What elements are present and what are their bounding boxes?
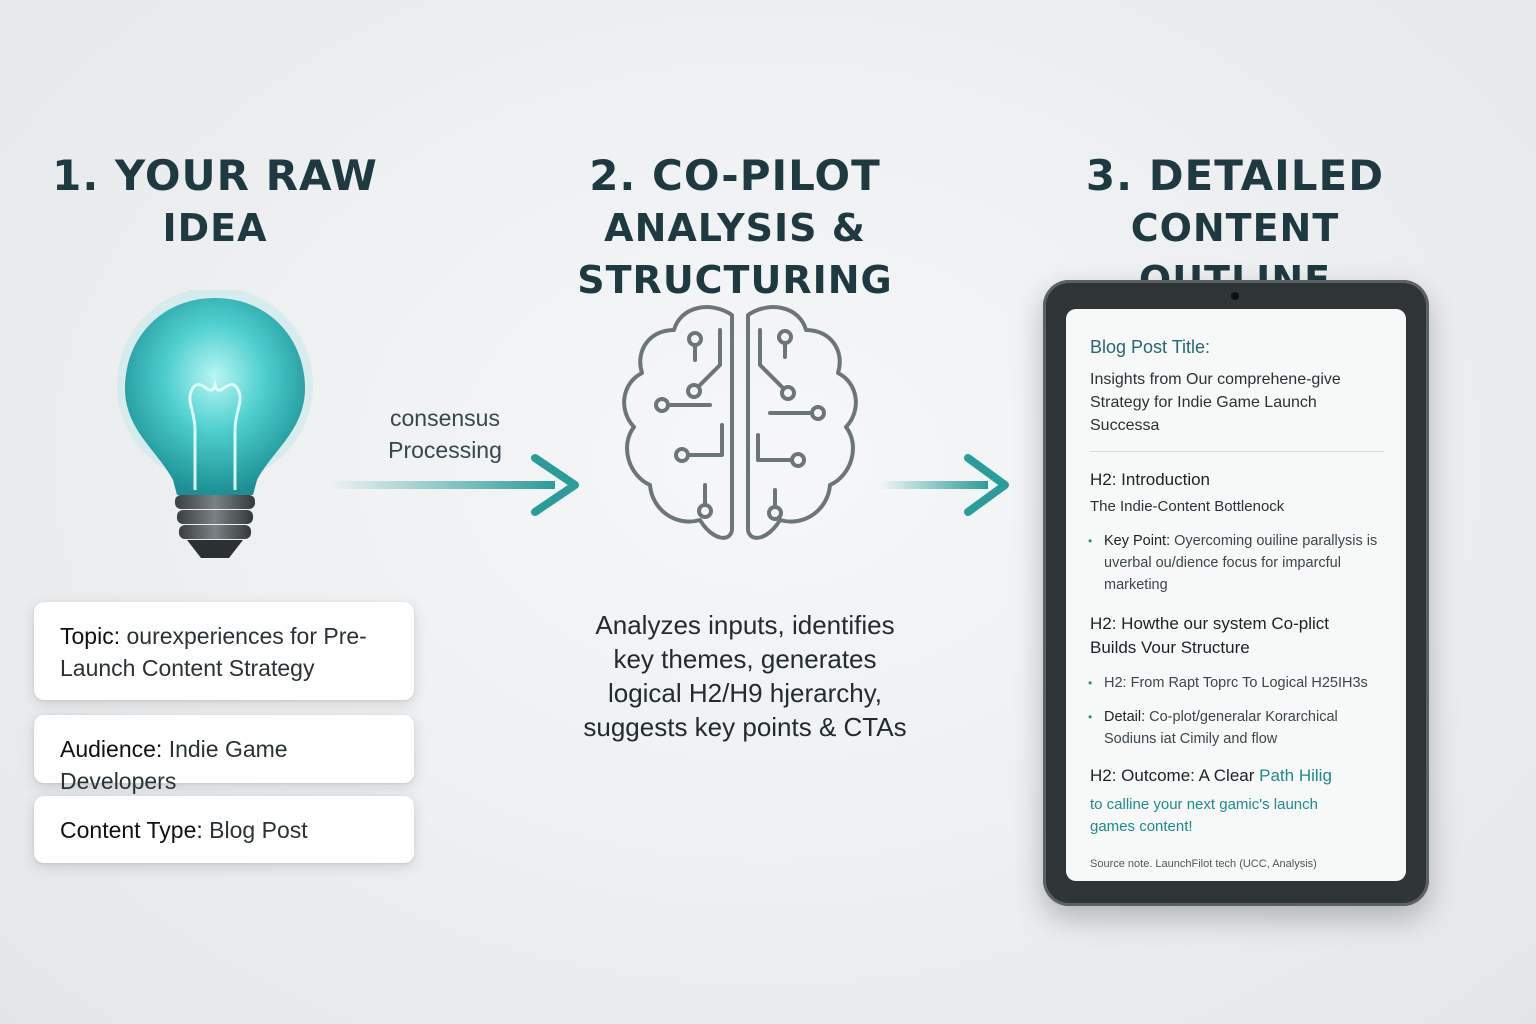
audience-card: Audience: Indie Game Developers	[34, 715, 414, 794]
analysis-line: logical H2/H9 hjerarchy,	[607, 678, 883, 708]
arrow-label-line2: Processing	[388, 437, 502, 463]
bullet-text: Co-plot/generalar Korarchical Sodiuns ia…	[1104, 709, 1338, 747]
outline-screen: Blog Post Title: Insights from Our compr…	[1066, 309, 1406, 881]
step-1-title: 1. YOUR RAW IDEA	[40, 150, 390, 254]
cta-line: to calline your next gamic's launch	[1090, 796, 1318, 813]
source-note: Source note. LaunchFilot tech (UCC, Anal…	[1090, 858, 1317, 870]
section-2-bullet: H2: From Rapt Toprc To Logical H25IH3s	[1088, 672, 1384, 694]
audience-label: Audience:	[60, 736, 163, 762]
section-1-heading: H2: Introduction	[1090, 470, 1211, 489]
section-3-heading-text: H2: Outcome: A Clear	[1090, 766, 1260, 785]
outline-title: Insights from Our comprehene-give Strate…	[1090, 368, 1384, 437]
outline-title-line: Successa	[1090, 417, 1160, 434]
step-1-title-line2: IDEA	[162, 206, 268, 250]
step-1-title-line1: 1. YOUR RAW	[52, 151, 378, 200]
section-2-bullet: Detail: Co-plot/generalar Korarchical So…	[1088, 706, 1384, 750]
camera-dot	[1231, 292, 1239, 300]
arrow-label-line1: consensus	[390, 405, 500, 431]
section-2-heading-line: Builds Vour Structure	[1090, 638, 1250, 657]
outline-title-line: Strategy for Indie Game Launch	[1090, 394, 1317, 411]
outline-title-label: Blog Post Title:	[1090, 337, 1211, 357]
tablet-device: Blog Post Title: Insights from Our compr…	[1043, 280, 1429, 906]
bullet-label: Detail:	[1104, 709, 1146, 725]
section-1-bullet: Key Point: Oyercoming ouiline parallysis…	[1088, 530, 1384, 596]
arrow-right-icon-2	[880, 454, 1009, 516]
section-3-heading-highlight: Path Hilig	[1259, 766, 1332, 785]
topic-card: Topic: ourexperiences for Pre-Launch Con…	[34, 602, 414, 700]
step-2-title: 2. CO-PILOT ANALYSIS & STRUCTURING	[470, 150, 1000, 306]
divider	[1090, 451, 1384, 452]
content-type-label: Content Type:	[60, 817, 203, 843]
arrow-label: consensus Processing	[360, 402, 530, 466]
topic-value: ourexperiences for Pre-Launch Content St…	[60, 623, 367, 681]
step-2-title-line2: ANALYSIS & STRUCTURING	[577, 206, 893, 302]
analysis-line: Analyzes inputs, identifies	[595, 610, 895, 640]
bullet-label: Key Point:	[1104, 533, 1171, 549]
outline-title-line: Insights from Our comprehene-give	[1090, 371, 1341, 388]
arrow-right-icon	[330, 454, 579, 516]
section-1-subheading: The Indie-Content Bottlenock	[1090, 498, 1285, 515]
section-2-heading: H2: Howthe our system Co-plict Builds Vo…	[1090, 612, 1384, 660]
step-2-title-line1: 2. CO-PILOT	[589, 151, 881, 200]
analysis-line: suggests key points & CTAs	[583, 712, 907, 742]
analysis-description: Analyzes inputs, identifies key themes, …	[570, 608, 920, 744]
cta-text: to calline your next gamic's launch game…	[1090, 794, 1384, 838]
lightbulb-icon	[117, 290, 313, 558]
topic-label: Topic:	[60, 623, 121, 649]
bullet-text: Oyercoming ouiline parallysis is uverbal…	[1104, 533, 1378, 593]
content-type-card: Content Type: Blog Post	[34, 796, 414, 863]
cta-line: games content!	[1090, 818, 1193, 835]
analysis-line: key themes, generates	[613, 644, 877, 674]
section-2-heading-line: H2: Howthe our system Co-plict	[1090, 614, 1330, 633]
section-3-heading: H2: Outcome: A Clear Path Hilig	[1090, 764, 1384, 788]
brain-circuit-icon	[622, 305, 858, 540]
content-type-value: Blog Post	[202, 817, 308, 843]
step-3-title-line1: 3. DETAILED	[1085, 151, 1385, 200]
audience-value: Indie Game Developers	[60, 736, 288, 794]
